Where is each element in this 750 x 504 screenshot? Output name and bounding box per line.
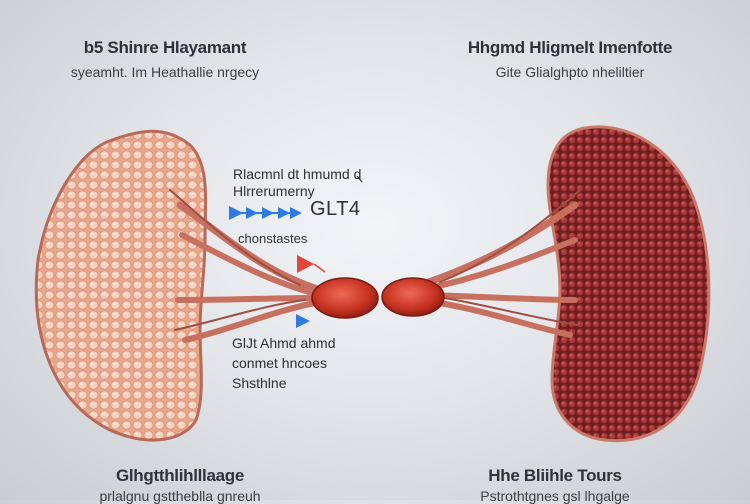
annotation-channels: chonstastes	[238, 231, 308, 246]
annotation-bottom-line3: Shsthlne	[232, 375, 287, 391]
blue-arrow-icon	[229, 206, 302, 220]
right-bulb	[381, 277, 445, 317]
annotation-bottom: GlJt Ahmd ahmd conmet hncoes Shsthlne	[232, 335, 336, 395]
annotation-top-line2: Hlrrerumerny	[233, 183, 315, 199]
left-organ	[34, 129, 208, 442]
label-bottom-left-title: Glhgtthlihlllaage	[115, 466, 245, 485]
left-vessels	[169, 189, 324, 343]
label-top-left-title: b5 Shinre Hlayamant	[83, 38, 247, 57]
label-bottom-left: Glhgtthlihlllaage prlalgnu gsttheblla gn…	[60, 466, 300, 504]
blue-arrow-icon	[296, 314, 310, 328]
annotation-glt: GLT4	[228, 198, 361, 220]
annotation-bottom-line1: GlJt Ahmd ahmd	[232, 335, 336, 351]
annotation-top: Rlacmnl dt hmumd d Hlrrerumerny	[233, 166, 361, 200]
annotation-bottom-line2: conmet hncoes	[232, 355, 327, 371]
label-bottom-right-subtitle: Pstrothtgnes gsl lhgalge	[480, 488, 630, 504]
annotation-top-line1: Rlacmnl dt hmumd d	[233, 166, 362, 182]
left-tissue	[34, 129, 208, 442]
label-bottom-right-title: Hhe Bliihle Tours	[488, 466, 622, 485]
annotation-pointer	[356, 175, 363, 183]
label-top-right-subtitle: Gite Glialghpto nheliltier	[495, 64, 645, 80]
red-arrow-icon	[297, 255, 326, 273]
label-bottom-right: Hhe Bliihle Tours Pstrothtgnes gsl lhgal…	[440, 466, 670, 504]
label-bottom-left-subtitle: prlalgnu gsttheblla gnreuh	[99, 488, 261, 504]
left-bulb	[311, 277, 379, 319]
glt4-label: GLT4	[310, 198, 361, 220]
label-top-left-subtitle: syeamht. Im Heathallie nrgecy	[70, 64, 260, 80]
right-tissue	[546, 125, 711, 443]
label-top-right: Hhgmd Hligmelt Imenfotte Gite Glialghpto…	[440, 38, 700, 80]
right-vessels	[416, 189, 581, 338]
label-top-left: b5 Shinre Hlayamant syeamht. Im Heathall…	[40, 38, 290, 80]
right-organ	[546, 125, 711, 443]
label-top-right-title: Hhgmd Hligmelt Imenfotte	[467, 38, 673, 57]
